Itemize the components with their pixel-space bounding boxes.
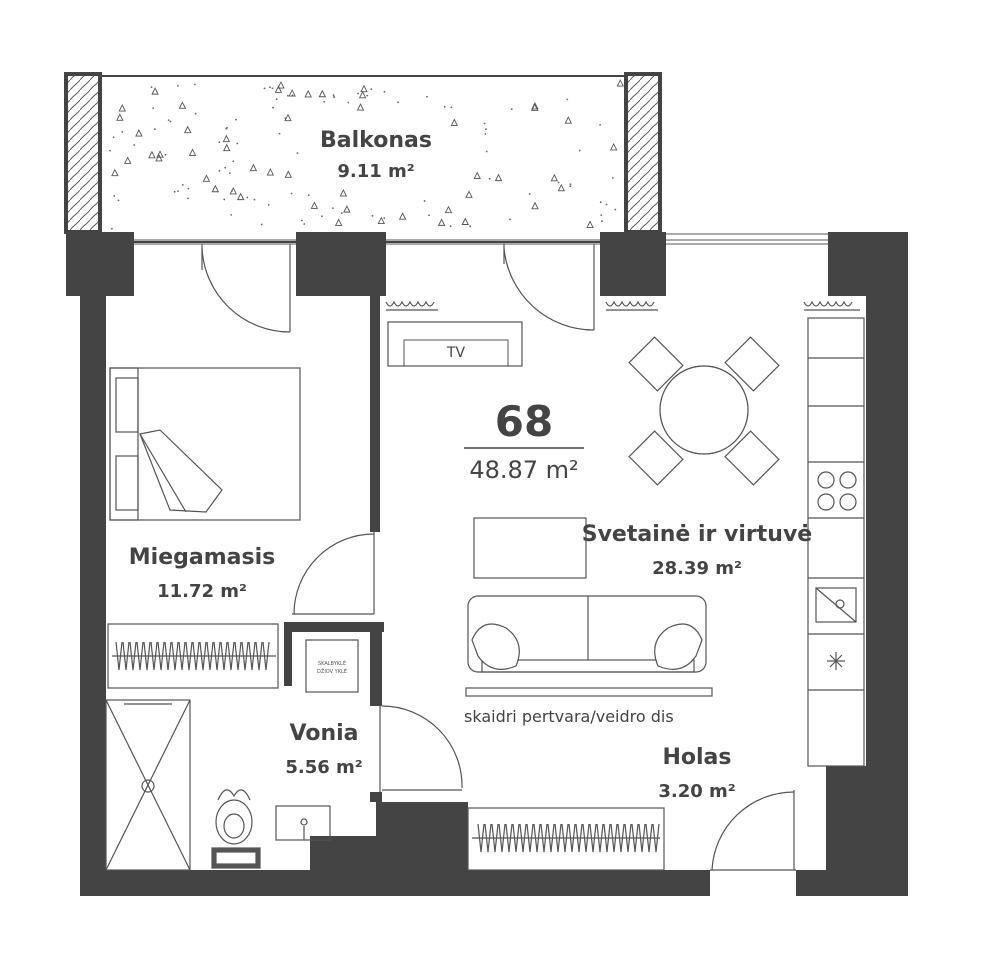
window-icon [134,233,828,245]
radiator-icon [605,300,658,311]
partition-label: skaidri pertvara/veidro dis [464,707,674,726]
radiator-icon [385,300,438,311]
dryer-label: DŽIOV YKLĖ [317,667,347,675]
apartment-number: 68 [495,397,553,446]
sink-icon [815,587,857,623]
hall-wardrobe [467,807,665,871]
coffee-table [473,517,587,579]
walls [66,232,908,896]
room-area-svetaine: 28.39 m² [652,558,742,579]
room-area-holas: 3.20 m² [658,781,735,802]
room-name-balkonas: Balkonas [320,128,432,153]
kitchen-counter [807,317,865,767]
bed [109,367,301,521]
balcony-floor-texture [109,79,625,230]
room-area-miegamasis: 11.72 m² [157,581,247,602]
room-name-svetaine: Svetainė ir virtuvė [582,522,812,547]
wardrobe [107,623,279,689]
fridge-icon [827,652,845,670]
apartment-total-area: 48.87 m² [469,456,578,484]
room-name-vonia: Vonia [290,721,359,746]
room-area-vonia: 5.56 m² [285,757,362,778]
door-icon [201,244,796,871]
sofa [467,595,707,673]
stove-icon [817,471,857,511]
shower-icon [105,699,191,871]
washer-dryer: SKALBYKLĖ DŽIOV YKLĖ [305,639,359,693]
sink-icon [275,805,331,841]
washer-label: SKALBYKLĖ [318,660,346,667]
radiator-icon [803,300,860,311]
tv-label: TV [446,345,466,361]
room-name-miegamasis: Miegamasis [129,545,275,570]
toilet-icon [211,789,261,869]
dining-set [628,336,780,486]
balcony-area [64,72,662,243]
room-area-balkonas: 9.11 m² [337,161,414,182]
tv-unit: TV [387,321,523,367]
room-name-holas: Holas [662,745,731,770]
glass-partition [465,687,713,697]
